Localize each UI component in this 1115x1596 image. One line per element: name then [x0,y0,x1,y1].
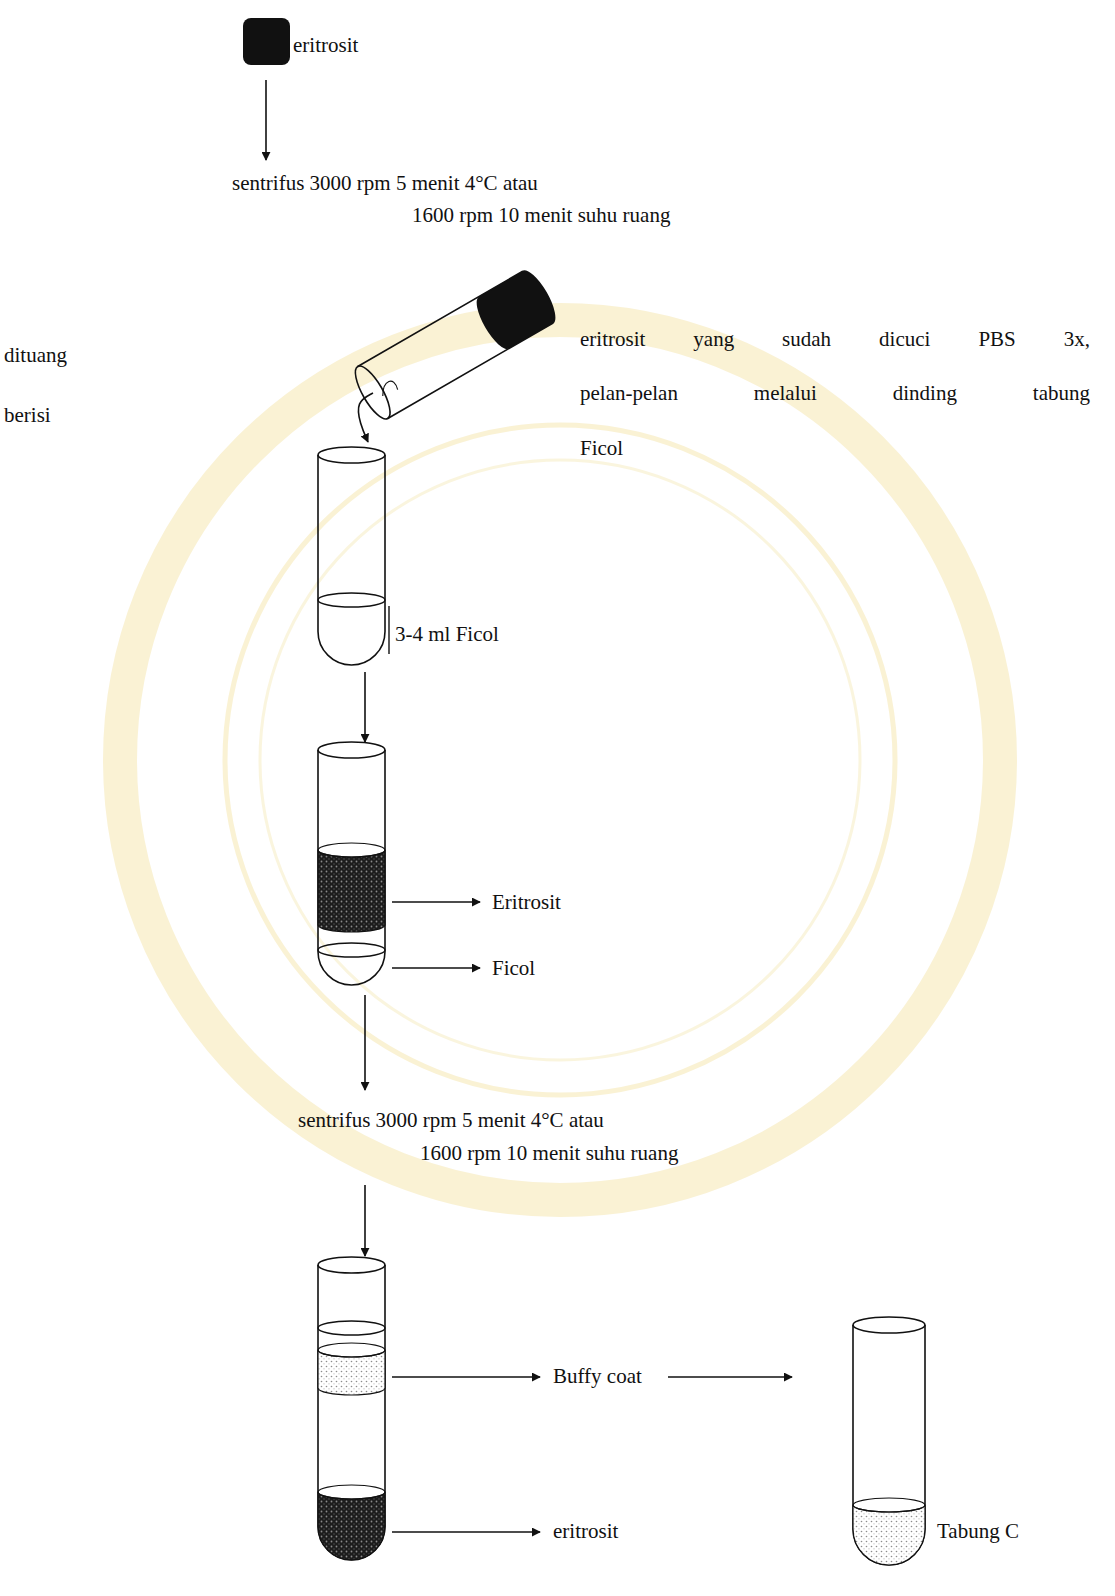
step-text: 1600 rpm 10 menit suhu ruang [412,203,670,228]
ficoll-surface [318,943,385,957]
layered-tube [318,742,385,985]
erythrocyte-layer [318,843,385,932]
step-text: Ficol [580,436,623,461]
tube-c [853,1317,925,1565]
step-text: 1600 rpm 10 menit suhu ruang [420,1141,678,1166]
watermark [120,320,1000,1200]
sample-label: eritrosit [293,33,358,58]
flow-arrow [364,1185,366,1256]
step-text: sentrifus 3000 rpm 5 menit 4°C atau [298,1108,604,1133]
ficoll-tube [318,447,385,665]
flow-arrow [364,995,366,1090]
buffy-coat-layer [318,1343,385,1395]
step-text: sentrifus 3000 rpm 5 menit 4°C atau [232,171,538,196]
flow-arrow [392,1531,540,1533]
layer-label: Ficol [492,956,535,981]
separated-tube [318,1257,385,1560]
plasma-surface [318,1321,385,1335]
step-text: eritrosit yang sudah dicuci PBS 3x, [580,327,1090,352]
flow-arrow [392,901,480,903]
erythrocyte-sediment [318,1485,385,1560]
step-text: pelan-pelan melalui dinding tabung [580,381,1090,406]
flow-arrow [668,1376,792,1378]
flow-arrow [358,393,373,442]
flow-arrow [265,80,267,160]
layer-label: Buffy coat [553,1364,642,1389]
arrows [266,80,792,1532]
erythrocyte-pellet [243,18,290,65]
layer-label: eritrosit [553,1519,618,1544]
flow-arrow [392,967,480,969]
flow-arrow [364,672,366,742]
volume-bracket [388,606,389,654]
step-text: berisi [4,403,51,428]
flow-arrow [392,1376,540,1378]
tilted-tube [349,267,561,424]
layer-label: Eritrosit [492,890,561,915]
tube-label: Tabung C [937,1519,1019,1544]
step-text: dituang [4,343,67,368]
buffy-coat-sample [853,1498,925,1565]
ficoll-surface [318,593,385,607]
volume-label: 3-4 ml Ficol [395,622,499,647]
